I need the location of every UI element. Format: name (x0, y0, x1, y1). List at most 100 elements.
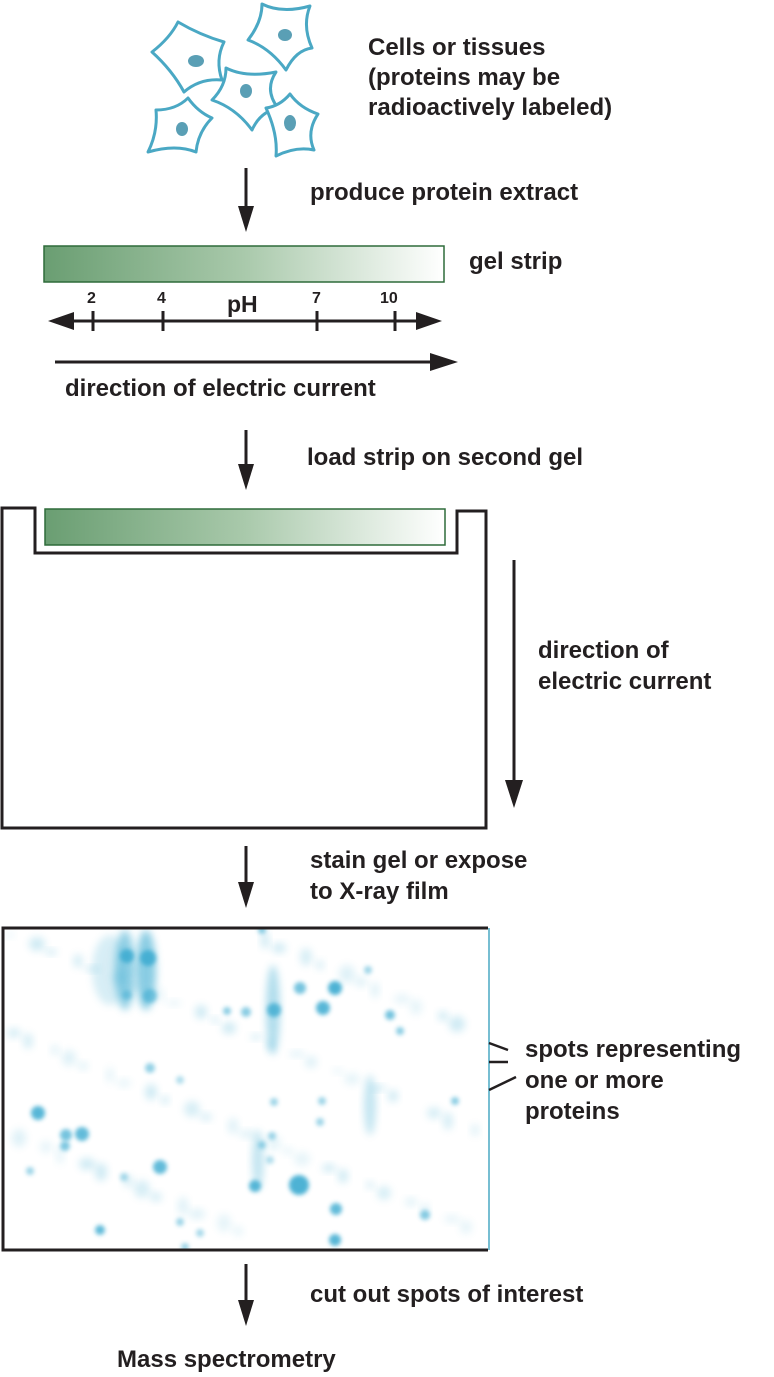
gel-strip-label: gel strip (469, 248, 563, 275)
protein-spot (344, 1073, 360, 1085)
cells-label-line-1: Cells or tissues (368, 34, 546, 61)
protein-spot (364, 1075, 376, 1135)
direction-horizontal-label: direction of electric current (65, 375, 376, 402)
protein-spot (181, 1243, 189, 1249)
cell-icon (146, 96, 214, 154)
protein-spot (338, 1169, 348, 1183)
protein-spot (261, 931, 269, 949)
protein-spot (117, 1079, 131, 1087)
ph-tick-label: 7 (312, 290, 321, 307)
protein-spot (62, 1050, 76, 1066)
protein-spot (60, 1129, 72, 1141)
protein-spot (267, 1135, 281, 1151)
protein-spot (289, 1175, 309, 1195)
step-load-strip: load strip on second gel (307, 444, 584, 471)
ph-axis (48, 311, 442, 331)
protein-spot (79, 1158, 95, 1170)
arrow-right-icon (416, 312, 442, 330)
cell-icon (150, 20, 226, 94)
protein-spot (318, 1097, 326, 1105)
protein-spot (258, 1141, 266, 1149)
protein-spot (222, 1022, 236, 1034)
protein-spot (51, 1045, 59, 1055)
protein-spot (134, 1180, 150, 1198)
nucleus-icon (188, 55, 204, 67)
protein-spot (300, 948, 312, 966)
protein-spot (250, 1034, 262, 1040)
protein-spot (92, 935, 128, 1005)
protein-spot (178, 1197, 188, 1215)
protein-spot (266, 1156, 274, 1164)
step-cut-spots: cut out spots of interest (310, 1281, 584, 1308)
protein-spot (443, 1112, 453, 1130)
nucleus-icon (284, 115, 296, 131)
protein-spot (176, 1076, 184, 1084)
current-arrow-horizontal (55, 353, 458, 371)
spot-pointer-lines (488, 1041, 517, 1092)
protein-spot (78, 1062, 88, 1070)
protein-spot (200, 1113, 212, 1121)
protein-spot (316, 960, 324, 970)
protein-spot (12, 1129, 26, 1147)
protein-spot (272, 943, 286, 953)
protein-spot (156, 988, 164, 1002)
protein-spot (233, 1226, 243, 1236)
protein-spot (75, 1127, 89, 1141)
protein-spot (394, 994, 410, 1004)
protein-spot (150, 1192, 162, 1202)
protein-spot (267, 1003, 281, 1017)
gel-strip (43, 245, 445, 283)
second-gel-box (0, 506, 488, 830)
protein-spot (40, 1141, 52, 1153)
ph-tick-label: 10 (380, 290, 398, 307)
protein-spot (471, 1124, 479, 1136)
protein-spot (289, 1051, 305, 1057)
arrow-down-icon (238, 846, 254, 908)
cells-label-line-2: (proteins may be (368, 64, 561, 91)
protein-spot (241, 1007, 251, 1017)
protein-spot (421, 1203, 429, 1217)
protein-spot (322, 1164, 336, 1172)
protein-spot (7, 1028, 21, 1038)
step-produce-extract: produce protein extract (310, 179, 579, 206)
arrow-left-icon (48, 312, 74, 330)
2d-gel-image (1, 926, 490, 1252)
protein-spot (294, 1152, 310, 1166)
cell-icon (210, 66, 280, 132)
protein-spot (184, 1101, 200, 1117)
protein-spot (364, 966, 372, 974)
protein-spot (405, 1198, 417, 1206)
protein-spot (196, 1229, 204, 1237)
nucleus-icon (176, 122, 188, 136)
protein-spot (128, 983, 138, 989)
protein-spot (305, 1056, 317, 1068)
protein-spot (217, 1214, 231, 1232)
protein-spot (385, 1010, 395, 1020)
protein-spot (161, 1096, 169, 1104)
protein-spot (189, 1209, 205, 1219)
protein-spot (372, 1085, 386, 1091)
protein-spot (283, 1147, 293, 1155)
protein-spot (410, 999, 422, 1015)
protein-spot (195, 1005, 207, 1019)
cell-icon (264, 92, 320, 158)
protein-spot (123, 1175, 133, 1187)
cell-icon (246, 2, 314, 72)
arrow-down-icon (238, 1264, 254, 1326)
protein-spot (120, 949, 134, 963)
protein-spot (339, 965, 355, 983)
protein-spot (377, 1186, 391, 1200)
current-arrow-vertical (505, 560, 523, 808)
protein-spot (143, 989, 157, 1003)
protein-spot (26, 1167, 34, 1175)
spots-label-line-3: proteins (525, 1098, 620, 1125)
protein-spot (73, 954, 83, 968)
protein-spot (45, 949, 57, 955)
protein-spot (266, 1039, 274, 1051)
protein-spot (451, 1097, 459, 1105)
protein-spot (95, 1163, 107, 1181)
protein-spot (140, 950, 156, 966)
arrow-down-icon (238, 430, 254, 490)
protein-spot (333, 1068, 343, 1074)
protein-spot (211, 1017, 219, 1023)
